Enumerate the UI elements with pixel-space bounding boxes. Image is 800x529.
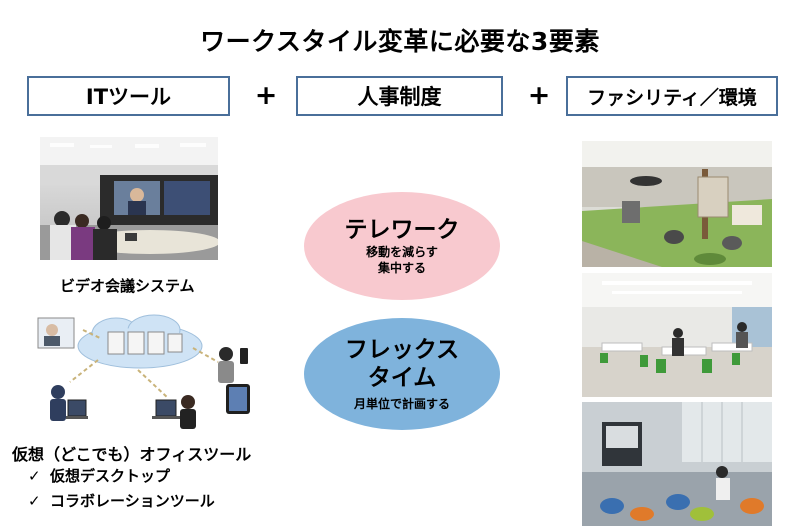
flextime-ellipse: フレックス タイム 月単位で計画する [304,318,500,430]
checklist-item: ✓ コラボレーションツール [28,490,215,511]
element-label: 人事制度 [357,85,442,109]
person-laptop-icon [152,395,196,429]
video-conference-photo [40,137,218,260]
video-conference-caption: ビデオ会議システム [60,277,195,295]
element-box-facility: ファシリティ／環境 [566,76,778,116]
check-icon: ✓ [28,492,41,510]
checklist-item: ✓ 仮想デスクトップ [28,465,170,486]
ellipse-title: タイム [367,365,437,391]
checklist-item-label: 仮想デスクトップ [50,467,171,485]
plus-sign: + [254,80,278,111]
cafeteria-photo [582,273,772,397]
element-box-hr-systems: 人事制度 [296,76,503,116]
meeting-space-photo [582,402,772,526]
ellipse-subtitle: 月単位で計画する [353,397,450,411]
diagram-title: ワークスタイル変革に必要な3要素 [200,27,600,56]
person-pc-icon [50,385,88,421]
plus-sign: + [527,80,551,111]
ellipse-subtitle: 移動を減らす [366,245,438,259]
checklist-item-label: コラボレーションツール [50,492,215,510]
ellipse-subtitle: 集中する [377,261,426,275]
telework-ellipse: テレワーク 移動を減らす 集中する [304,192,500,300]
ellipse-title: テレワーク [344,217,460,243]
element-box-it-tools: ITツール [27,76,230,116]
office-lounge-photo [582,141,772,267]
virtual-office-illustration [28,312,268,437]
ellipse-title: フレックス [344,337,460,363]
virtual-office-caption: 仮想（どこでも）オフィスツール [12,445,252,464]
element-label: ITツール [85,85,172,109]
person-phone-icon [218,347,248,383]
check-icon: ✓ [28,467,41,485]
cloud-icon [77,314,203,369]
element-label: ファシリティ／環境 [587,86,757,109]
